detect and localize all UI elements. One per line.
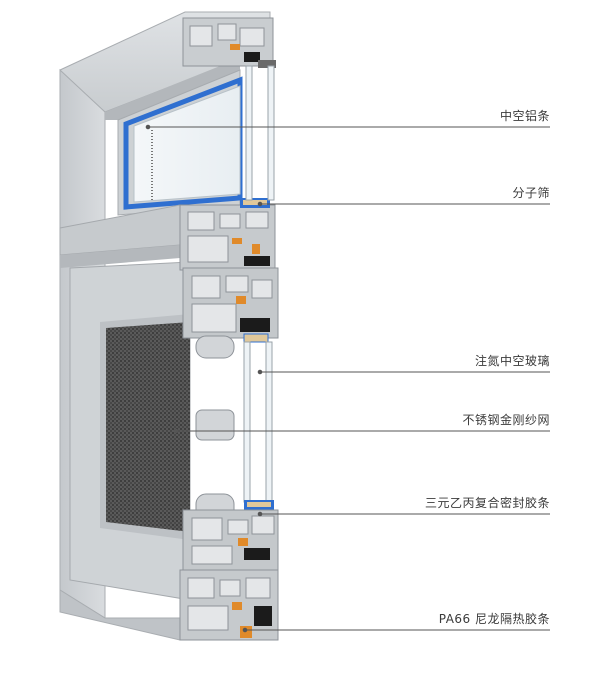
screen-tube-bars bbox=[195, 335, 235, 521]
screen-sash bbox=[69, 261, 191, 601]
lower-glazing bbox=[243, 341, 274, 510]
steel-mesh-panel bbox=[106, 322, 190, 532]
callout-label-spacer: 中空铝条 bbox=[499, 109, 550, 123]
profile-cross-sections bbox=[179, 17, 279, 641]
upper-glazing bbox=[245, 65, 275, 201]
callout-label-steel-mesh: 不锈钢金刚纱网 bbox=[462, 413, 550, 427]
sash-upper-profile bbox=[182, 267, 279, 343]
callout-label-molecular-sieve: 分子筛 bbox=[512, 186, 550, 200]
callout-label-pa66-strip: PA66 尼龙隔热胶条 bbox=[438, 612, 550, 626]
transom-profile bbox=[179, 198, 276, 271]
callout-label-argon-glass: 注氮中空玻璃 bbox=[474, 354, 550, 368]
sash-lower-profile bbox=[182, 509, 279, 571]
top-profile bbox=[182, 17, 276, 68]
bottom-frame-profile bbox=[179, 569, 279, 641]
leader-lines bbox=[145, 124, 550, 633]
callout-label-epdm-seal: 三元乙丙复合密封胶条 bbox=[424, 496, 550, 510]
